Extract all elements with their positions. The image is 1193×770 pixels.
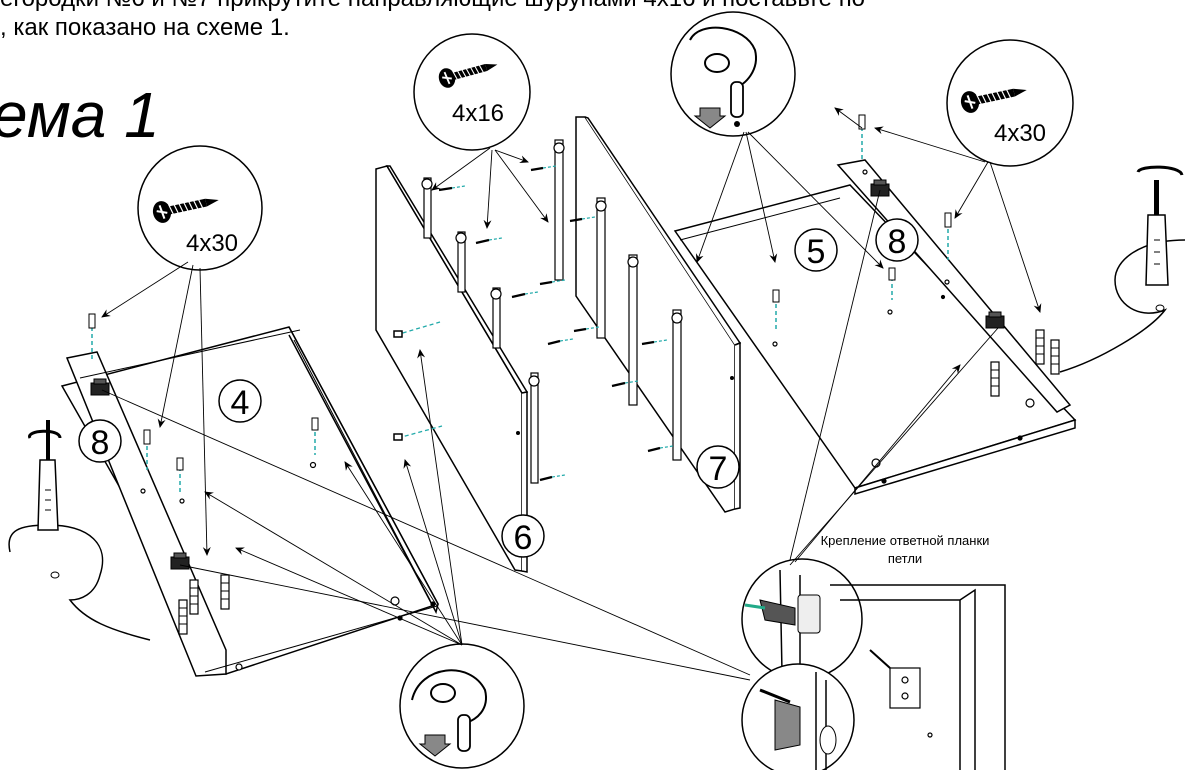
cabinet-corner-detail [830, 584, 1006, 770]
callout-center-label: 4x16 [452, 100, 504, 127]
panel-6-rails [421, 177, 540, 484]
panel-4-fittings [88, 313, 319, 635]
part-4-number: 4 [231, 384, 250, 422]
instruction-line-1: егородки №6 и №7 прикрутите направляющие… [0, 0, 865, 11]
screw-callout-right [946, 39, 1074, 167]
hinge-callout-bottom [741, 663, 855, 770]
press-callout-bottom [399, 643, 525, 769]
hinge-note-line2: петли [888, 551, 922, 566]
part-8-left-badge [78, 419, 122, 463]
instruction-line-2: , как показано на схеме 1. [0, 14, 290, 41]
part-8-right-number: 8 [888, 223, 907, 261]
rail-screws [438, 165, 674, 482]
part-8-right-badge [875, 218, 919, 262]
leader-lines [101, 126, 1042, 681]
part-5-badge [794, 228, 838, 272]
part-7-badge [696, 445, 740, 489]
screw-callout-center [413, 33, 531, 151]
press-callout-top [670, 11, 796, 137]
panel-5-holes [772, 169, 1035, 484]
panel-5-fittings [772, 114, 1060, 397]
part-8-left-number: 8 [91, 424, 110, 462]
callout-right-label: 4x30 [994, 120, 1046, 147]
part-7-number: 7 [709, 450, 728, 488]
panel-6 [375, 165, 529, 573]
hinge-note-line1: Крепление ответной планки [821, 533, 990, 548]
screwdriver-right [1059, 165, 1186, 373]
panel-7-rails [553, 139, 683, 461]
screwdriver-left [8, 420, 151, 641]
panel-7 [575, 116, 742, 513]
diagram-labels: 4x30 4x16 4x30 4 5 6 7 8 8 Крепление отв… [78, 100, 1046, 566]
leader-line [834, 107, 863, 129]
part-6-number: 6 [514, 519, 533, 557]
part-5-number: 5 [807, 233, 826, 271]
callout-left-label: 4x30 [186, 230, 238, 257]
part-4-badge [218, 379, 262, 423]
scheme-title: ема 1 [0, 79, 160, 151]
part-6-badge [501, 514, 545, 558]
hinge-callout-top [741, 558, 863, 680]
